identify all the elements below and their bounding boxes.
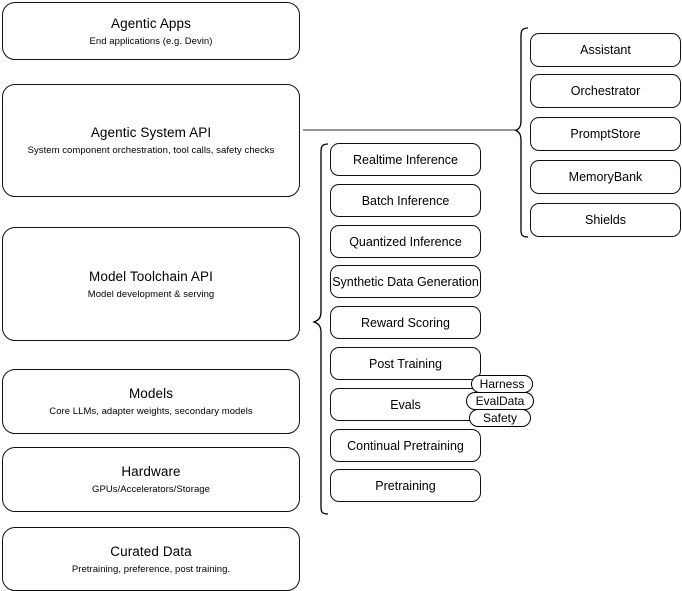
system-box-memorybank[interactable]: MemoryBank — [530, 160, 681, 194]
toolchain-box-post-training[interactable]: Post Training — [330, 347, 481, 380]
toolchain-box-reward-scoring[interactable]: Reward Scoring — [330, 306, 481, 339]
layer-title: Model Toolchain API — [89, 268, 213, 284]
system-box-shields[interactable]: Shields — [530, 203, 681, 237]
toolchain-label: Post Training — [369, 356, 442, 371]
system-label: Shields — [585, 213, 626, 227]
system-box-assistant[interactable]: Assistant — [530, 33, 681, 67]
toolchain-label: Reward Scoring — [361, 315, 450, 330]
toolchain-label: Batch Inference — [361, 193, 450, 208]
eval-tag-label: EvalData — [475, 394, 525, 408]
layer-subtitle: Pretraining, preference, post training. — [71, 563, 231, 575]
system-box-promptstore[interactable]: PromptStore — [530, 117, 681, 151]
system-label: MemoryBank — [568, 170, 643, 184]
layer-box-models[interactable]: Models Core LLMs, adapter weights, secon… — [2, 369, 300, 434]
system-box-orchestrator[interactable]: Orchestrator — [530, 74, 681, 108]
system-label: Orchestrator — [570, 84, 641, 98]
system-label: PromptStore — [570, 127, 641, 141]
toolchain-box-quantized-inference[interactable]: Quantized Inference — [330, 225, 481, 258]
toolchain-box-evals[interactable]: Evals — [330, 388, 481, 421]
system-components-brace — [514, 27, 529, 238]
toolchain-label: Realtime Inference — [353, 152, 458, 167]
layer-title: Agentic System API — [90, 125, 212, 140]
layer-box-hardware[interactable]: Hardware GPUs/Accelerators/Storage — [2, 447, 300, 512]
system-label: Assistant — [580, 43, 631, 57]
toolchain-label: Evals — [390, 397, 421, 412]
layer-subtitle: End applications (e.g. Devin) — [89, 35, 213, 47]
layer-title: Agentic Apps — [110, 15, 191, 31]
eval-tag-evaldata[interactable]: EvalData — [466, 392, 534, 410]
layer-subtitle: Core LLMs, adapter weights, secondary mo… — [49, 406, 253, 417]
eval-tag-label: Safety — [482, 411, 518, 425]
layer-subtitle: System component orchestration, tool cal… — [27, 145, 275, 156]
toolchain-box-synthetic-data-generation[interactable]: Synthetic Data Generation — [330, 265, 481, 298]
layer-subtitle: Model development & serving — [87, 288, 215, 300]
layer-title: Models — [128, 386, 174, 401]
layer-title: Hardware — [121, 464, 181, 479]
layer-title: Curated Data — [110, 543, 192, 559]
layer-box-curated-data[interactable]: Curated Data Pretraining, preference, po… — [2, 527, 300, 591]
toolchain-label: Quantized Inference — [349, 234, 462, 249]
toolchain-components-brace — [312, 143, 329, 515]
toolchain-label: Pretraining — [375, 478, 436, 493]
toolchain-box-continual-pretraining[interactable]: Continual Pretraining — [330, 429, 481, 462]
eval-tag-label: Harness — [479, 377, 525, 391]
eval-tag-safety[interactable]: Safety — [469, 409, 531, 427]
toolchain-box-pretraining[interactable]: Pretraining — [330, 469, 481, 502]
toolchain-box-realtime-inference[interactable]: Realtime Inference — [330, 143, 481, 176]
toolchain-box-batch-inference[interactable]: Batch Inference — [330, 184, 481, 217]
layer-box-model-toolchain-api[interactable]: Model Toolchain API Model development & … — [2, 227, 300, 341]
eval-tag-harness[interactable]: Harness — [471, 375, 533, 393]
toolchain-label: Synthetic Data Generation — [332, 274, 479, 289]
toolchain-label: Continual Pretraining — [347, 438, 464, 453]
layer-box-agentic-system-api[interactable]: Agentic System API System component orch… — [2, 84, 300, 197]
layer-box-agentic-apps[interactable]: Agentic Apps End applications (e.g. Devi… — [2, 2, 300, 60]
layer-subtitle: GPUs/Accelerators/Storage — [92, 484, 210, 495]
